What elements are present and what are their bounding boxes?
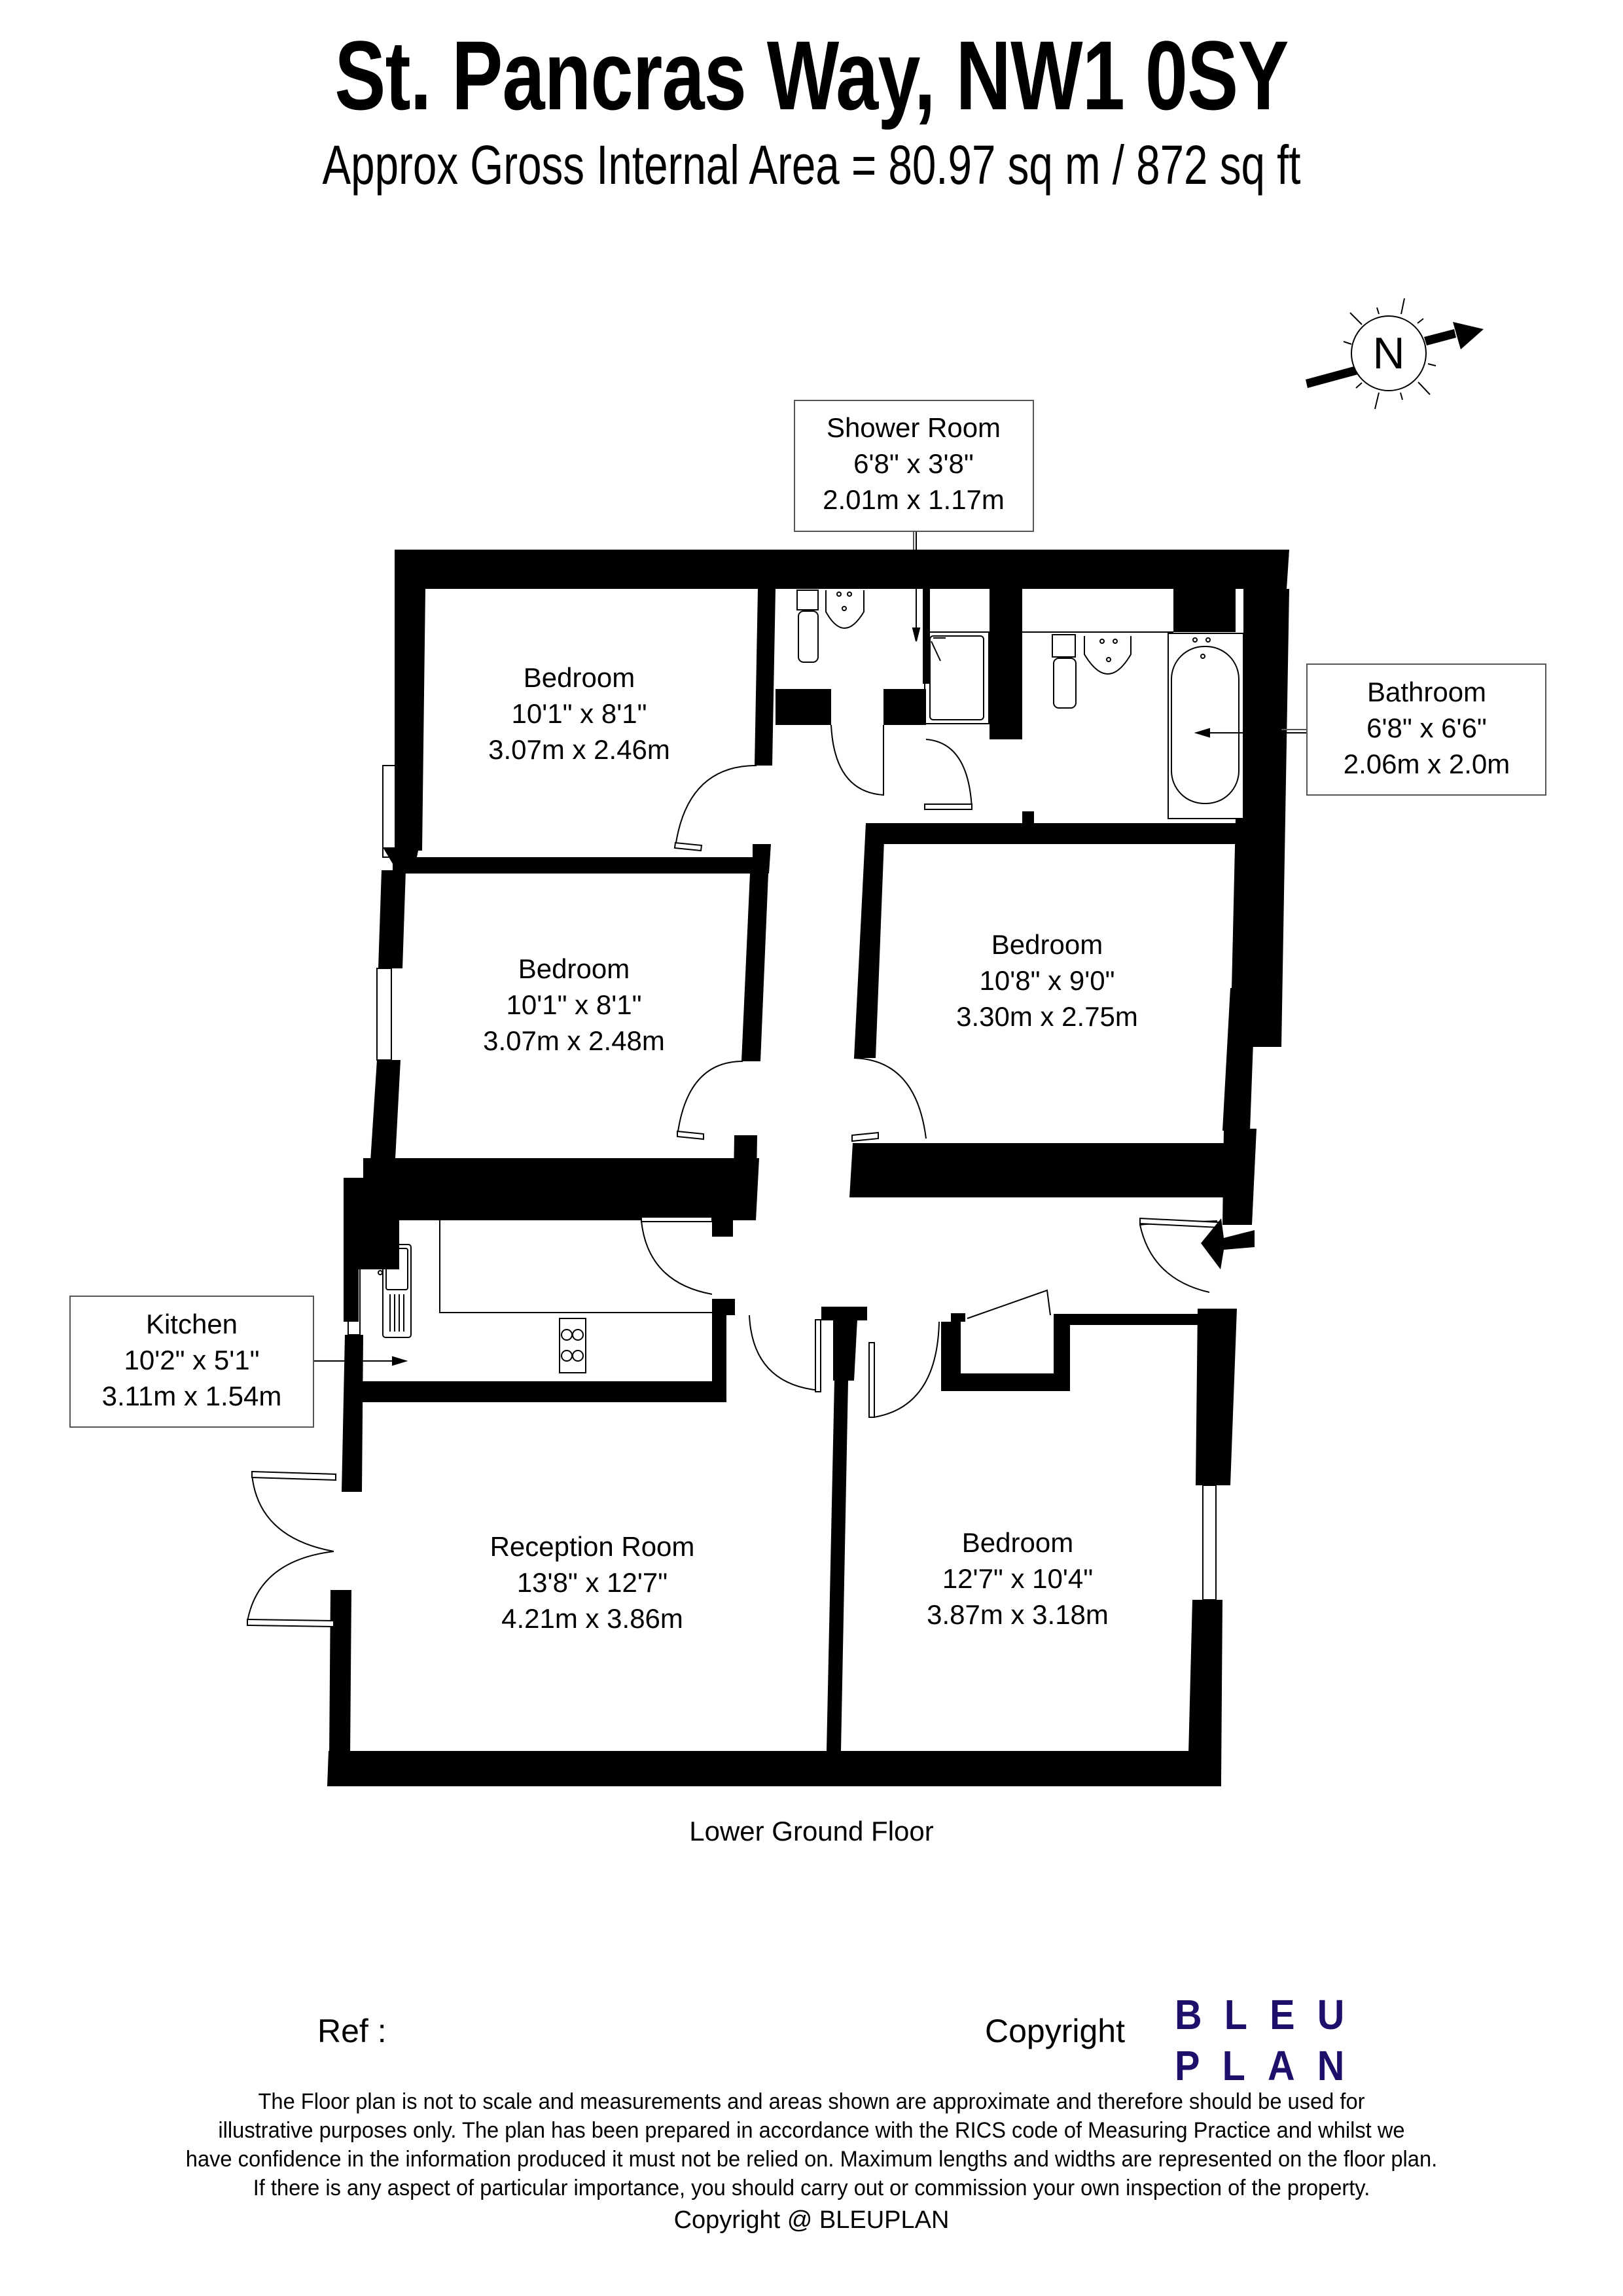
shower-room-name: Shower Room bbox=[827, 412, 1001, 443]
window bbox=[376, 968, 392, 1061]
bathroom-name: Bathroom bbox=[1367, 677, 1486, 707]
shower-room-callout: Shower Room 6'8" x 3'8" 2.01m x 1.17m bbox=[794, 400, 1034, 550]
room-bedroom-4: Bedroom 12'7" x 10'4" 3.87m x 3.18m bbox=[927, 1527, 1109, 1630]
disclaimer-line: have confidence in the information produ… bbox=[185, 2147, 1438, 2172]
north-arrow-icon: N bbox=[1306, 298, 1484, 410]
room-name: Bedroom bbox=[991, 929, 1103, 960]
disclaimer-line: If there is any aspect of particular imp… bbox=[253, 2176, 1370, 2200]
floor-name: Lower Ground Floor bbox=[689, 1816, 934, 1846]
disclaimer-line: The Floor plan is not to scale and measu… bbox=[258, 2089, 1365, 2114]
compass-label: N bbox=[1372, 328, 1404, 378]
shower-room-imperial: 6'8" x 3'8" bbox=[853, 448, 974, 479]
entrance-arrow-icon bbox=[1201, 1218, 1255, 1269]
room-metric: 3.30m x 2.75m bbox=[956, 1001, 1138, 1032]
kitchen-name: Kitchen bbox=[146, 1309, 238, 1339]
gross-internal-area: Approx Gross Internal Area = 80.97 sq m … bbox=[322, 134, 1301, 196]
room-metric: 4.21m x 3.86m bbox=[501, 1603, 683, 1634]
window bbox=[1246, 870, 1260, 989]
kitchen-imperial: 10'2" x 5'1" bbox=[124, 1345, 260, 1375]
disclaimer-line: illustrative purposes only. The plan has… bbox=[218, 2118, 1405, 2143]
fixtures bbox=[247, 530, 1319, 1628]
room-bedroom-1: Bedroom 10'1" x 8'1" 3.07m x 2.46m bbox=[488, 662, 670, 765]
bathroom-callout: Bathroom 6'8" x 6'6" 2.06m x 2.0m bbox=[1281, 663, 1546, 796]
room-imperial: 13'8" x 12'7" bbox=[517, 1567, 668, 1598]
walls bbox=[327, 550, 1289, 1786]
disclaimer: The Floor plan is not to scale and measu… bbox=[0, 2087, 1623, 2202]
bleuplan-logo: BLEU PLAN bbox=[1175, 1989, 1388, 2091]
room-name: Bedroom bbox=[962, 1527, 1073, 1558]
window bbox=[382, 765, 400, 858]
room-metric: 3.07m x 2.46m bbox=[488, 734, 670, 765]
room-metric: 3.87m x 3.18m bbox=[927, 1599, 1109, 1630]
room-reception: Reception Room 13'8" x 12'7" 4.21m x 3.8… bbox=[490, 1531, 695, 1634]
kitchen-callout: Kitchen 10'2" x 5'1" 3.11m x 1.54m bbox=[69, 1296, 314, 1428]
room-imperial: 10'1" x 8'1" bbox=[512, 698, 647, 729]
room-bedroom-3: Bedroom 10'8" x 9'0" 3.30m x 2.75m bbox=[956, 929, 1138, 1032]
bathroom-imperial: 6'8" x 6'6" bbox=[1366, 713, 1487, 743]
logo-line-1: BLEU bbox=[1175, 1991, 1367, 2038]
footer-copyright: Copyright @ BLEUPLAN bbox=[673, 2206, 950, 2234]
room-imperial: 10'8" x 9'0" bbox=[980, 965, 1115, 996]
room-imperial: 12'7" x 10'4" bbox=[942, 1563, 1093, 1594]
room-name: Bedroom bbox=[524, 662, 635, 693]
room-imperial: 10'1" x 8'1" bbox=[507, 989, 642, 1020]
room-metric: 3.07m x 2.48m bbox=[483, 1025, 665, 1056]
shower-room-metric: 2.01m x 1.17m bbox=[823, 484, 1005, 515]
window bbox=[348, 1239, 361, 1335]
copyright-label: Copyright bbox=[985, 2013, 1125, 2049]
window bbox=[1202, 1485, 1217, 1600]
bathroom-metric: 2.06m x 2.0m bbox=[1344, 749, 1510, 779]
room-bedroom-2: Bedroom 10'1" x 8'1" 3.07m x 2.48m bbox=[483, 953, 665, 1056]
logo-line-2: PLAN bbox=[1175, 2042, 1367, 2089]
room-name: Reception Room bbox=[490, 1531, 695, 1562]
kitchen-metric: 3.11m x 1.54m bbox=[102, 1381, 282, 1411]
room-name: Bedroom bbox=[518, 953, 630, 984]
property-address-title: St. Pancras Way, NW1 0SY bbox=[334, 20, 1289, 130]
ref-label: Ref : bbox=[317, 2013, 387, 2049]
